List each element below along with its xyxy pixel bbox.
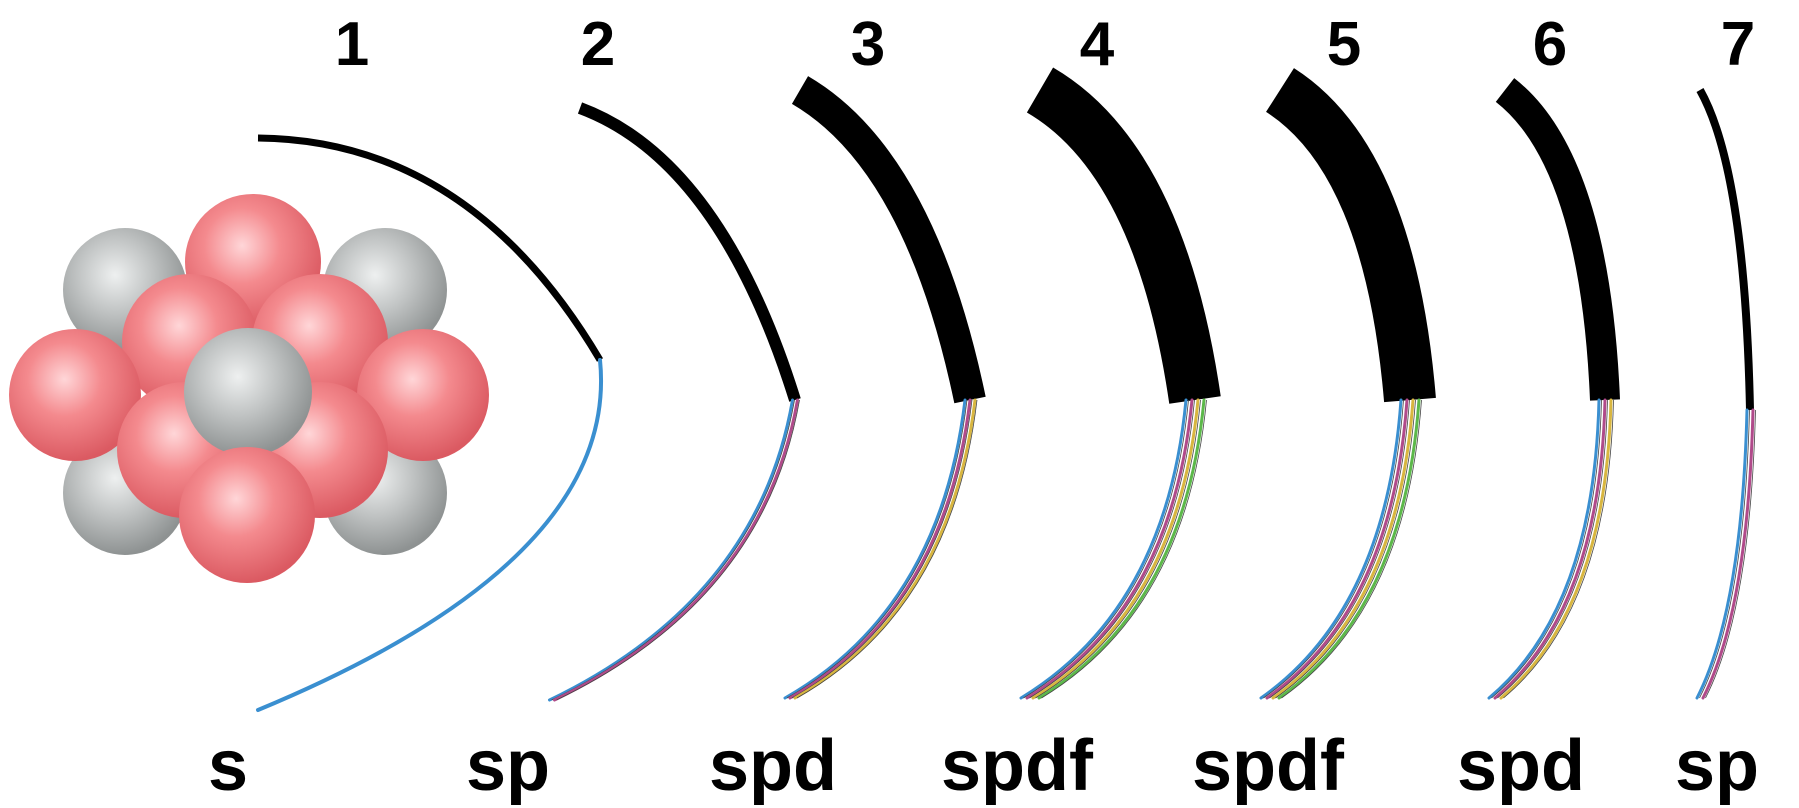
neutron <box>184 328 312 456</box>
proton <box>357 329 489 461</box>
subshell-strand-edge <box>551 399 795 701</box>
subshell-label-2: sp <box>466 726 550 806</box>
subshell-strand-edge <box>556 399 800 701</box>
shell-band <box>257 134 604 362</box>
shell-5 <box>1259 68 1436 700</box>
subshell-strand-edge <box>1269 399 1410 699</box>
subshell-strand-edge <box>1281 399 1422 699</box>
shell-numbers: 1 2 3 4 5 6 7 <box>335 10 1755 79</box>
subshell-strand-s <box>783 398 967 700</box>
shell-3 <box>783 76 986 700</box>
subshell-strand-p <box>553 398 799 702</box>
subshell-strand-d <box>1499 398 1613 700</box>
subshell-label-1: s <box>208 726 248 806</box>
subshell-strand-edge <box>1503 399 1614 699</box>
subshell-strand-s <box>1019 398 1188 700</box>
subshell-labels: s sp spd spdf spdf spd sp <box>208 726 1759 806</box>
subshell-strand-p <box>1265 398 1409 700</box>
subshell-label-7: sp <box>1675 726 1759 806</box>
shell-4 <box>1019 67 1221 700</box>
subshell-strand-edge <box>1035 399 1201 699</box>
shell-number-5: 5 <box>1327 10 1361 79</box>
subshell-strand-edge <box>1275 399 1416 699</box>
proton <box>179 447 315 583</box>
subshell-strand-edge <box>1023 399 1189 699</box>
shell-6 <box>1487 78 1620 700</box>
subshell-strand-f <box>1277 398 1421 700</box>
shell-number-3: 3 <box>851 10 885 79</box>
shell-2 <box>548 102 801 702</box>
subshell-label-6: spd <box>1457 726 1585 806</box>
subshell-strand-s <box>1259 398 1403 700</box>
subshell-label-5: spdf <box>1192 726 1345 806</box>
shell-band <box>577 102 801 402</box>
subshell-strand-d <box>1031 398 1200 700</box>
subshell-strand-f <box>1037 398 1206 700</box>
subshell-strand-p <box>1701 408 1755 700</box>
subshell-strand-edge <box>786 399 968 699</box>
subshell-strand-edge <box>1699 409 1750 699</box>
shell-band <box>791 76 986 404</box>
subshell-strand-edge <box>1491 399 1602 699</box>
subshell-strand-s <box>1487 398 1601 700</box>
shell-number-1: 1 <box>335 10 369 79</box>
nucleus <box>9 194 489 583</box>
shell-band <box>1696 88 1754 411</box>
shell-number-7: 7 <box>1721 10 1755 79</box>
subshell-strand-s <box>548 398 794 702</box>
shell-band <box>1495 78 1620 401</box>
shell-7 <box>1695 88 1756 700</box>
subshell-strand-edge <box>1497 399 1608 699</box>
subshell-strand-edge <box>1263 399 1404 699</box>
shell-number-4: 4 <box>1080 10 1115 79</box>
shell-number-6: 6 <box>1533 10 1567 79</box>
subshell-strand-edge <box>791 399 973 699</box>
electron-shells <box>256 67 1756 712</box>
subshell-strand-d <box>793 398 977 700</box>
subshell-label-3: spd <box>709 726 837 806</box>
subshell-strand-edge <box>1029 399 1195 699</box>
subshell-label-4: spdf <box>941 726 1094 806</box>
subshell-strand-d <box>1271 398 1415 700</box>
shell-1 <box>256 134 604 712</box>
shell-band <box>1026 67 1221 404</box>
subshell-strand-edge <box>1041 399 1207 699</box>
subshell-strand-s <box>1695 408 1749 700</box>
subshell-strand-p <box>788 398 972 700</box>
subshell-strand-p <box>1025 398 1194 700</box>
shell-number-2: 2 <box>581 10 615 79</box>
proton <box>9 329 141 461</box>
subshell-strand-edge <box>1705 409 1756 699</box>
shell-band <box>1265 68 1436 403</box>
subshell-strand-edge <box>796 399 978 699</box>
subshell-strand-s <box>256 358 604 712</box>
subshell-strand-p <box>1493 398 1607 700</box>
